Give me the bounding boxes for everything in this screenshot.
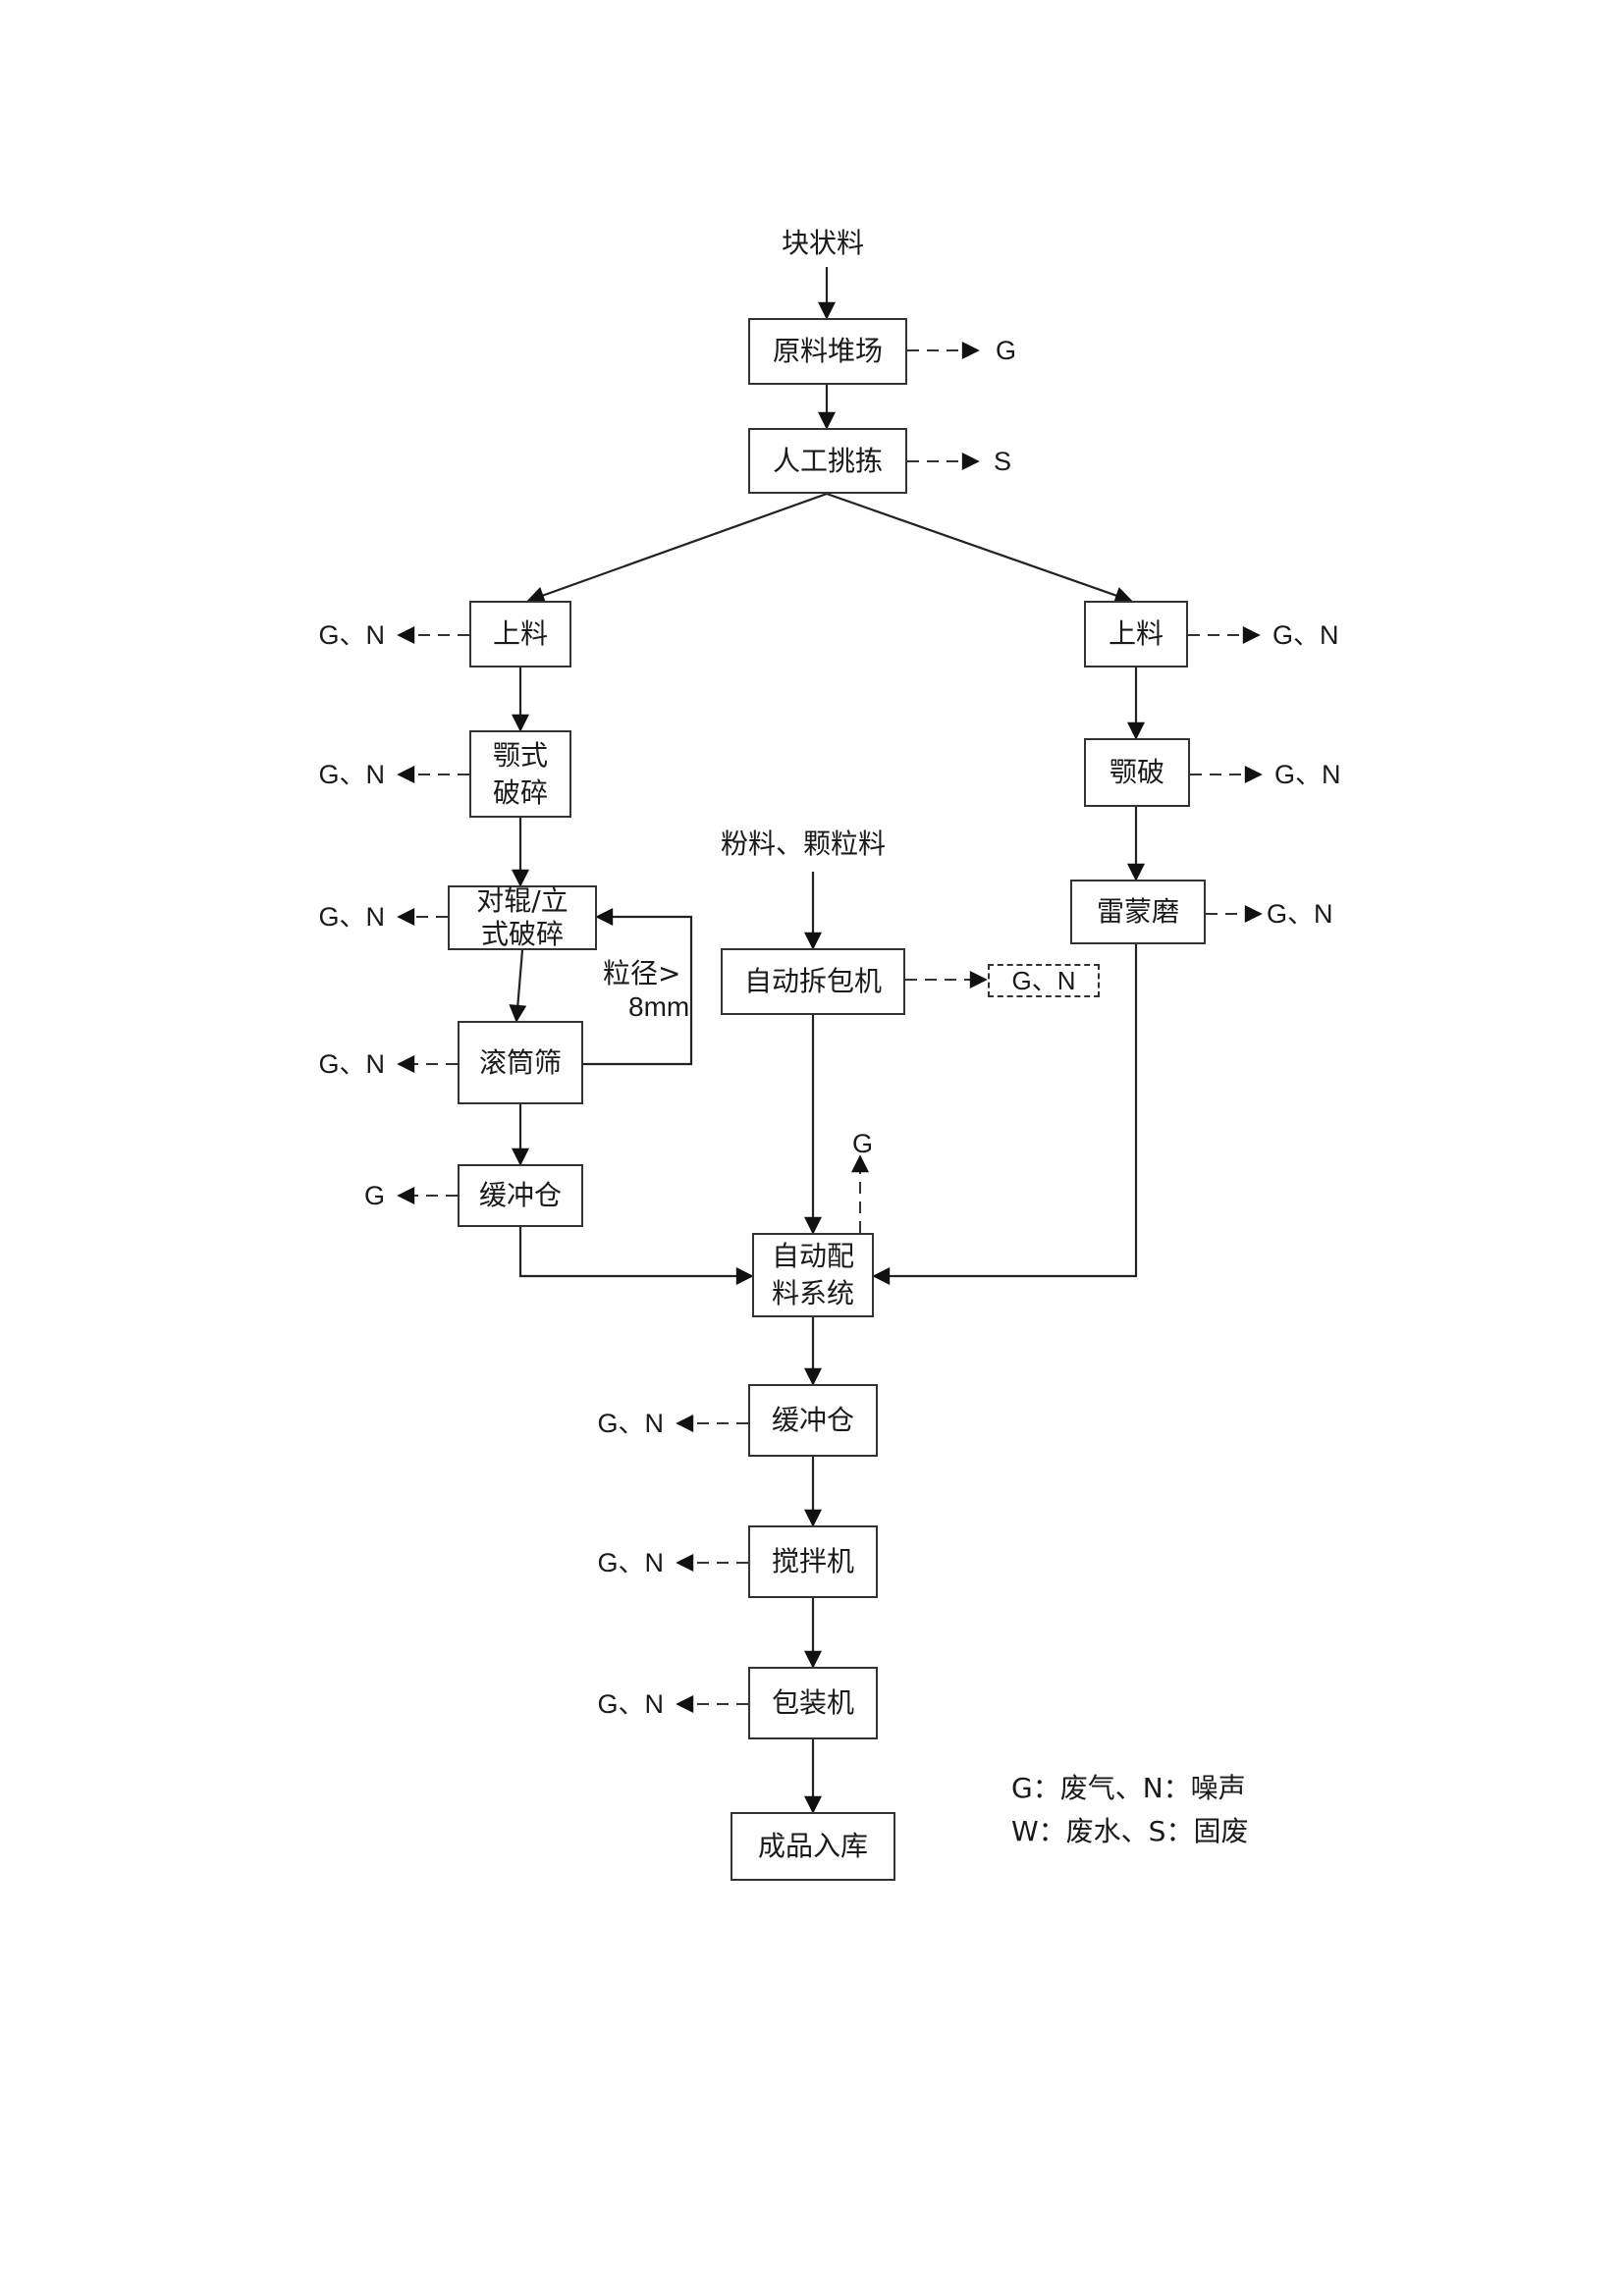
lump-material-label: 块状料 xyxy=(782,227,865,259)
emission-left-buffer: G xyxy=(363,1181,385,1210)
manual-sorting-box: 人工挑拣 xyxy=(748,428,907,494)
emission-left-feed: G、N xyxy=(318,620,386,650)
auto-batching-system-label: 自动配 料系统 xyxy=(771,1240,854,1309)
emission-buffer: G、N xyxy=(597,1409,665,1438)
left-buffer-bin-box: 缓冲仓 xyxy=(458,1164,583,1227)
solid-flow-arrows xyxy=(509,267,1145,1814)
emission-roller-crusher: G、N xyxy=(318,902,386,932)
emission-raymond-mill: G、N xyxy=(1267,899,1333,929)
emission-arrows xyxy=(397,342,1263,1713)
right-feeding-box: 上料 xyxy=(1084,601,1188,667)
auto-unpacker-box: 自动拆包机 xyxy=(721,948,905,1015)
raymond-mill-label: 雷蒙磨 xyxy=(1096,895,1179,928)
auto-unpacker-label: 自动拆包机 xyxy=(743,965,882,997)
powder-material-label: 粉料、颗粒料 xyxy=(721,828,887,860)
emission-mixer: G、N xyxy=(597,1548,665,1577)
legend-line2: W：废水、S：固废 xyxy=(1011,1815,1249,1847)
emission-raw-yard: G xyxy=(996,336,1017,365)
oversize-note-line2: 8mm xyxy=(628,991,690,1022)
drum-screen-box: 滚筒筛 xyxy=(458,1021,583,1104)
emission-right-feed: G、N xyxy=(1272,620,1339,650)
jaw-crusher-box: 颚式 破碎 xyxy=(469,730,571,818)
finished-storage-label: 成品入库 xyxy=(757,1830,868,1862)
emission-manual-sort: S xyxy=(994,447,1012,476)
finished-storage-box: 成品入库 xyxy=(731,1812,895,1881)
raw-material-yard-box: 原料堆场 xyxy=(748,318,907,385)
buffer-bin-box: 缓冲仓 xyxy=(748,1384,878,1457)
raw-material-yard-label: 原料堆场 xyxy=(772,335,883,367)
roller-crusher-box: 对辊/立 式破碎 xyxy=(448,884,597,950)
right-jaw-crusher-box: 颚破 xyxy=(1084,738,1190,807)
right-jaw-crusher-label: 颚破 xyxy=(1109,756,1164,788)
emission-drum-screen: G、N xyxy=(318,1049,386,1079)
mixer-box: 搅拌机 xyxy=(748,1525,878,1598)
auto-batching-system-box: 自动配 料系统 xyxy=(752,1233,874,1317)
emission-unpacker-label: G、N xyxy=(1011,966,1076,995)
oversize-note-line1: 粒径> xyxy=(603,957,681,989)
right-feeding-label: 上料 xyxy=(1108,617,1164,650)
emission-jaw-crusher: G、N xyxy=(318,760,386,789)
packing-machine-box: 包装机 xyxy=(748,1667,878,1739)
raymond-mill-box: 雷蒙磨 xyxy=(1070,880,1206,944)
emission-right-jaw-crusher: G、N xyxy=(1274,760,1341,789)
emission-unpacker: G、N xyxy=(988,964,1100,997)
emission-batching: G xyxy=(852,1129,874,1158)
left-feeding-label: 上料 xyxy=(492,617,548,650)
roller-crusher-label: 对辊/立 式破碎 xyxy=(476,884,568,950)
packing-machine-label: 包装机 xyxy=(771,1686,854,1719)
left-buffer-bin-label: 缓冲仓 xyxy=(478,1179,562,1211)
emission-packer: G、N xyxy=(597,1689,665,1719)
legend: G：废气、N：噪声 W：废水、S：固废 xyxy=(1011,1767,1248,1853)
legend-line1: G：废气、N：噪声 xyxy=(1011,1772,1246,1804)
manual-sorting-label: 人工挑拣 xyxy=(772,444,883,477)
left-feeding-box: 上料 xyxy=(469,601,571,667)
drum-screen-label: 滚筒筛 xyxy=(478,1045,562,1079)
jaw-crusher-label: 颚式 破碎 xyxy=(492,738,548,809)
mixer-label: 搅拌机 xyxy=(771,1545,854,1577)
buffer-bin-label: 缓冲仓 xyxy=(771,1404,854,1436)
